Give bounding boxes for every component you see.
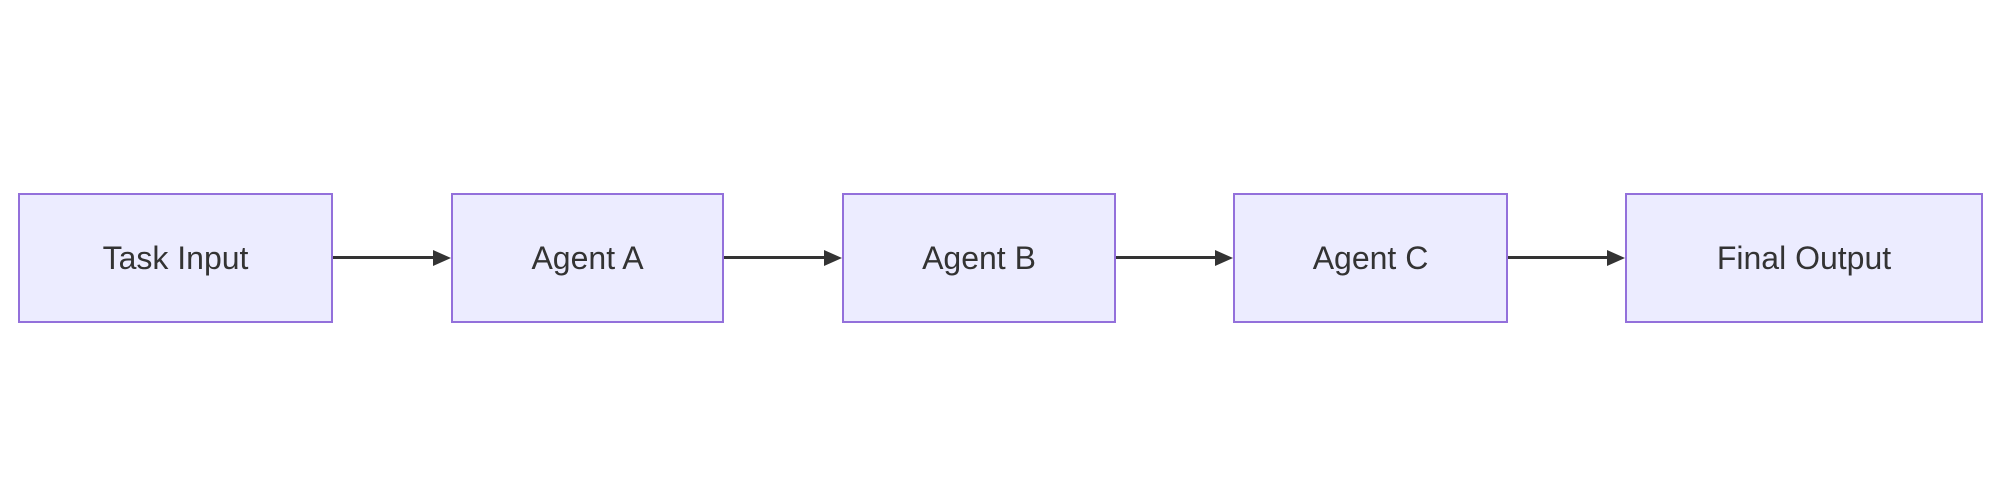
edge-line — [1508, 256, 1607, 259]
node-agent-b: Agent B — [842, 193, 1116, 323]
arrowhead-icon — [1215, 250, 1233, 266]
node-final-output: Final Output — [1625, 193, 1983, 323]
node-agent-a-label: Agent A — [531, 239, 644, 276]
node-agent-a: Agent A — [451, 193, 724, 323]
edge-line — [333, 256, 433, 259]
arrowhead-icon — [1607, 250, 1625, 266]
node-agent-b-label: Agent B — [922, 239, 1036, 276]
node-agent-c: Agent C — [1233, 193, 1508, 323]
node-final-output-label: Final Output — [1716, 239, 1892, 276]
node-agent-c-label: Agent C — [1312, 239, 1429, 276]
edge-line — [724, 256, 824, 259]
arrowhead-icon — [433, 250, 451, 266]
edge-line — [1116, 256, 1215, 259]
node-task-input: Task Input — [18, 193, 333, 323]
arrowhead-icon — [824, 250, 842, 266]
node-task-input-label: Task Input — [102, 239, 249, 276]
